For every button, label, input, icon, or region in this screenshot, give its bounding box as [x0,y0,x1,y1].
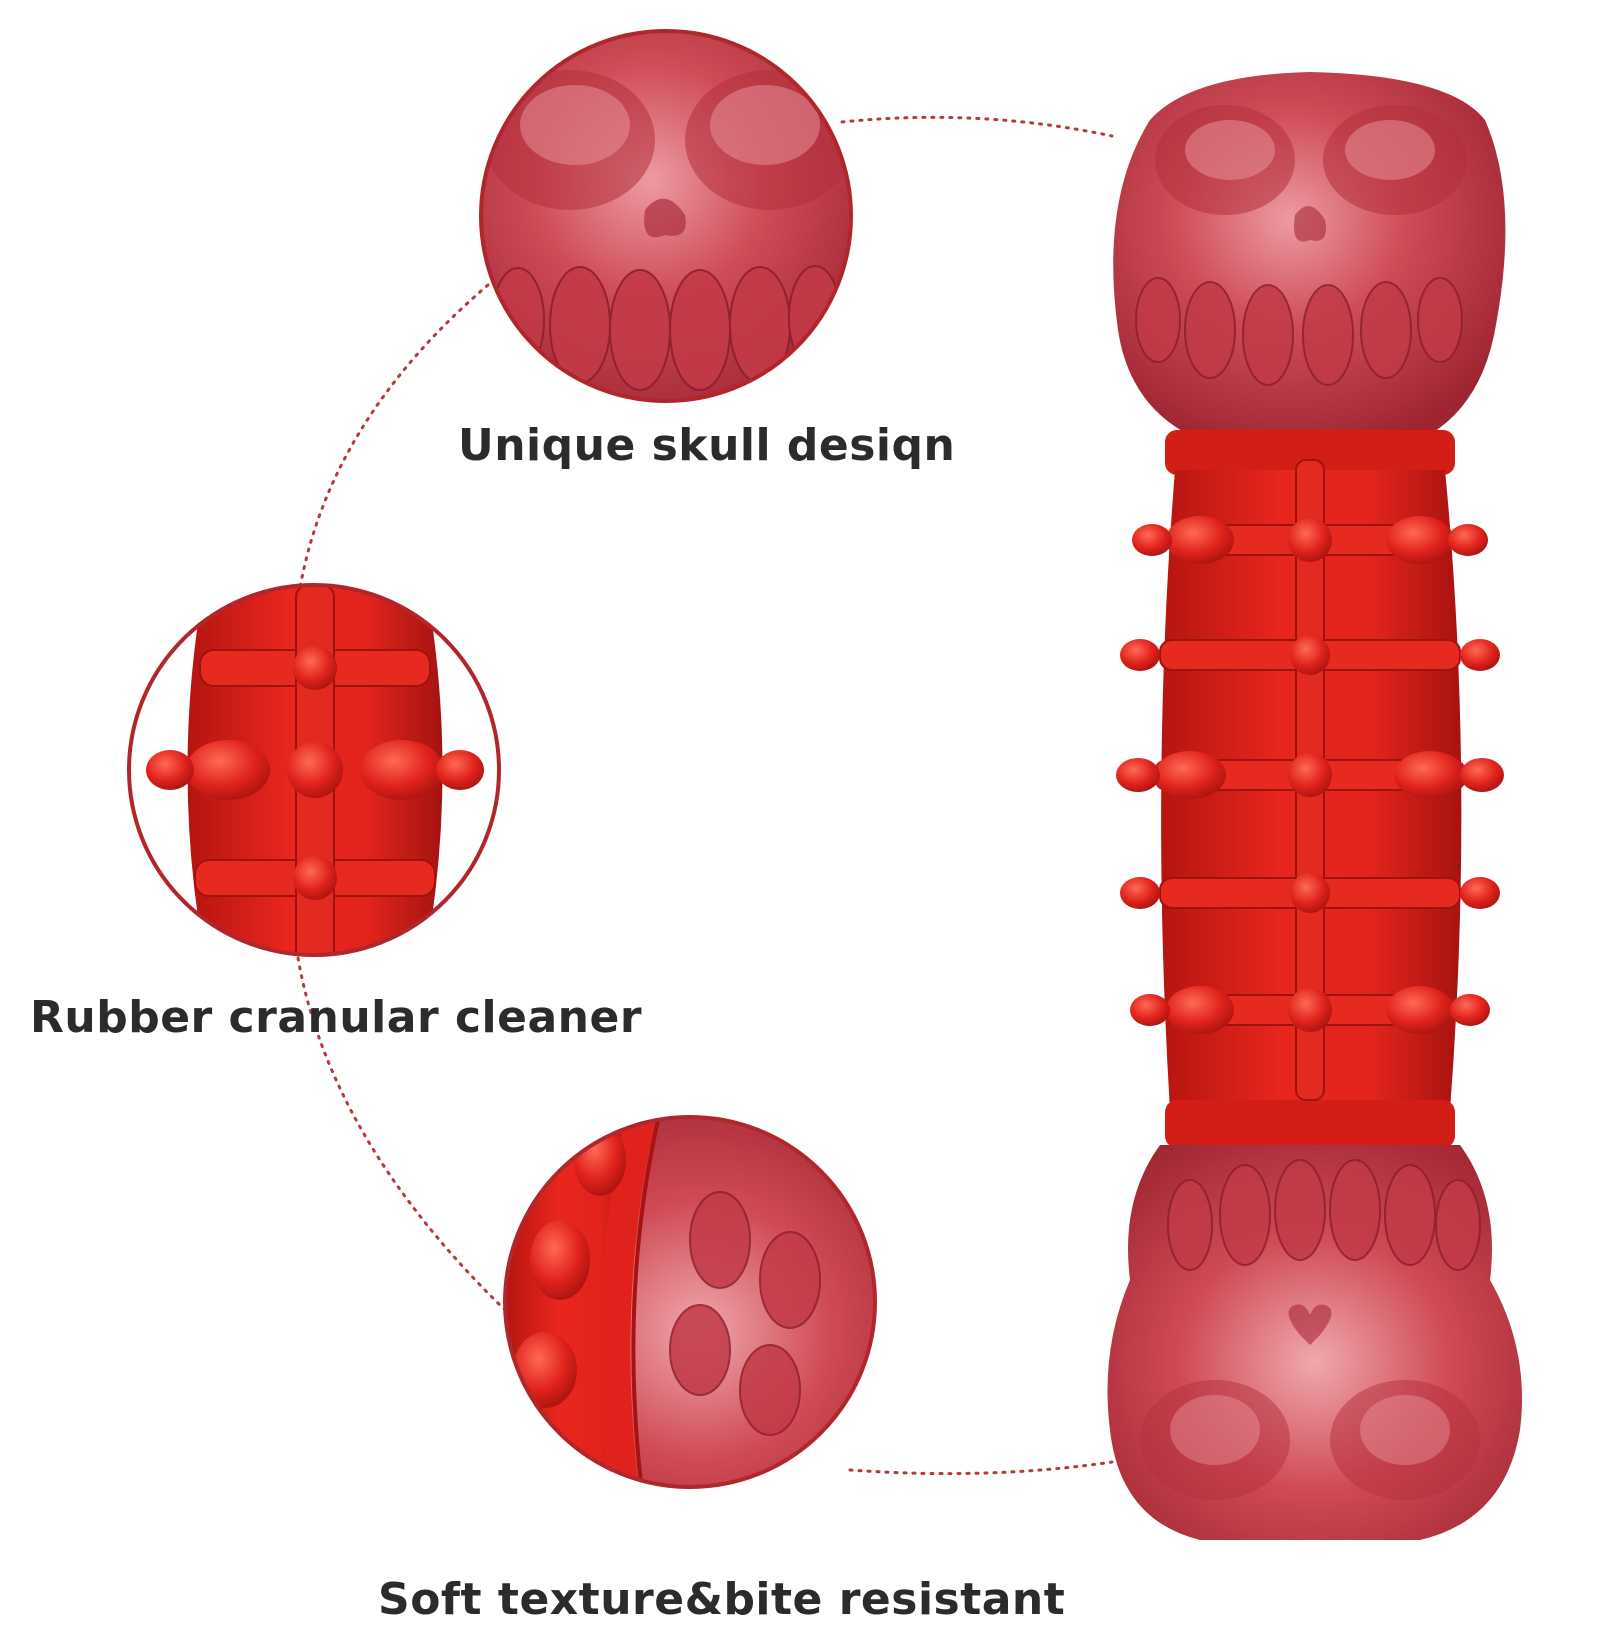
rubber-cleaner-body [1116,430,1504,1148]
caption-rubber-cleaner: Rubber cranular cleaner [30,992,643,1043]
skull-bottom [1107,1145,1522,1540]
skull-top [1113,72,1506,440]
dog-chew-toy [1107,72,1522,1540]
detail-circle-skull [479,29,853,403]
detail-circle-texture [503,1115,877,1489]
caption-skull-design: Unique skull desiqn [458,420,956,471]
detail-circle-cleaner [127,583,501,957]
connector-lines [296,115,1114,1476]
